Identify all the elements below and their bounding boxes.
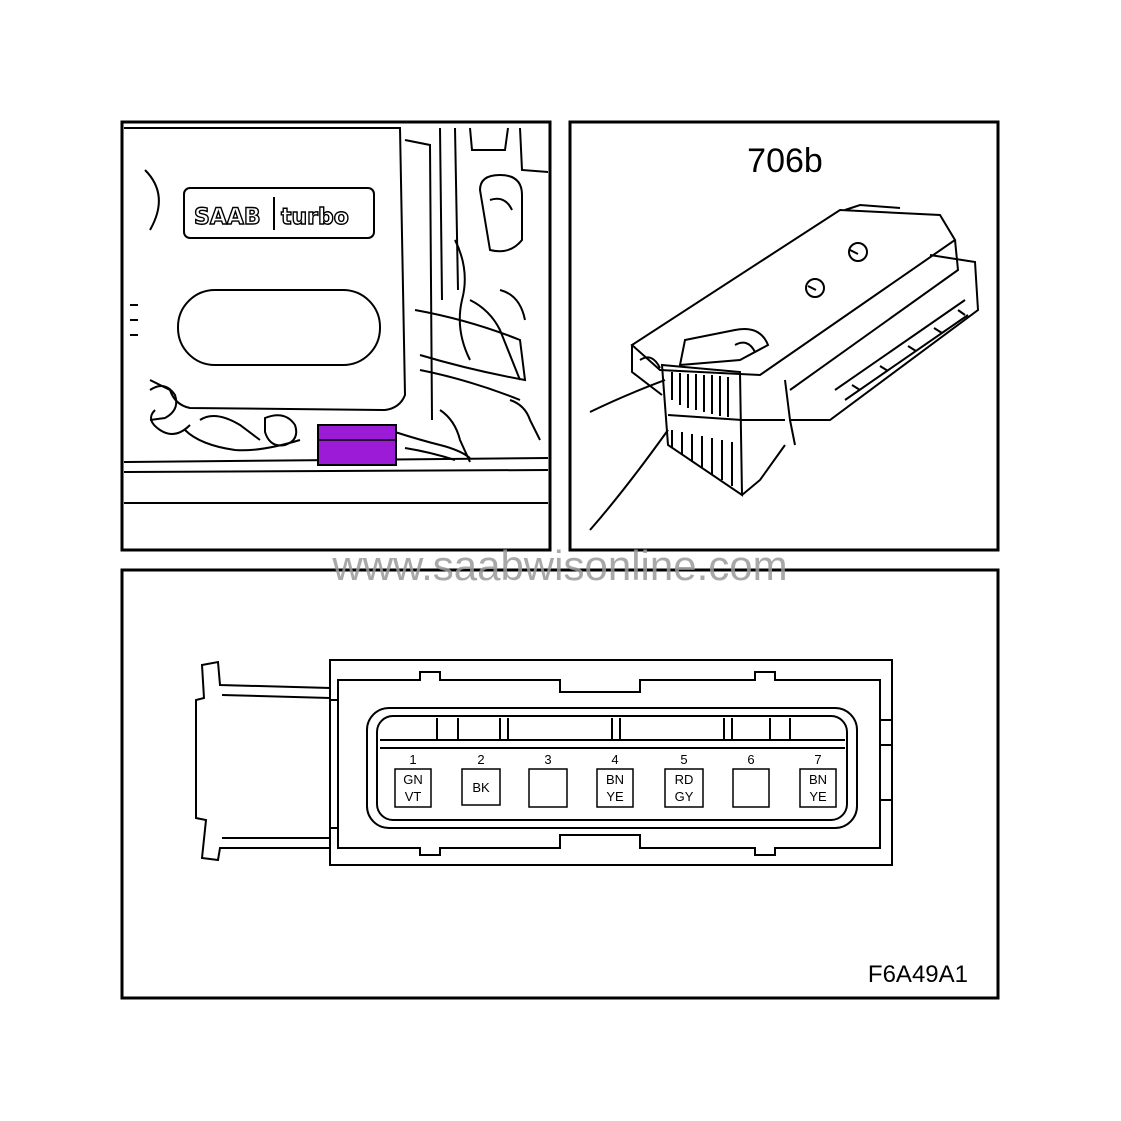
pin-1: 1 GN VT — [394, 752, 432, 808]
pin-4: 4 BN YE — [596, 752, 634, 808]
pin-2: 2 BK — [461, 752, 501, 806]
connector-pinout-panel: 1 GN VT 2 BK 3 4 BN YE 5 — [120, 568, 1000, 1000]
pin-5: 5 RD GY — [664, 752, 704, 808]
watermark-text: www.saabwisonline.com — [331, 542, 787, 589]
pin-number: 3 — [544, 752, 551, 767]
logo-brand-text: SAAB — [194, 205, 261, 230]
logo-model-text: turbo — [281, 205, 349, 230]
engine-bay-panel: SAAB turbo — [120, 120, 552, 552]
pin-color-primary: BN — [606, 772, 624, 787]
pin-color-secondary: YE — [606, 789, 624, 804]
connector-iso-panel: 706b — [568, 120, 1000, 552]
figure-code-label: F6A49A1 — [868, 961, 968, 988]
connector-iso-drawing — [589, 203, 980, 531]
connector-face-drawing — [195, 659, 893, 866]
pin-number: 7 — [814, 752, 821, 767]
pin-number: 4 — [611, 752, 618, 767]
pin-number: 6 — [747, 752, 754, 767]
pin-number: 1 — [409, 752, 416, 767]
pin-3: 3 — [528, 752, 568, 808]
engine-cover-drawing — [124, 127, 548, 504]
pin-color-primary: GN — [403, 772, 423, 787]
pin-color-secondary: GY — [675, 789, 694, 804]
module-location-highlight — [317, 424, 397, 466]
pin-color-primary: RD — [675, 772, 694, 787]
pin-number: 2 — [477, 752, 484, 767]
pin-7: 7 BN YE — [799, 752, 837, 808]
pin-color-primary: BN — [809, 772, 827, 787]
pin-color-secondary: YE — [809, 789, 827, 804]
pin-number: 5 — [680, 752, 687, 767]
saab-turbo-logo: SAAB turbo — [183, 187, 375, 239]
pin-color-secondary: VT — [405, 789, 422, 804]
pin-color-primary: BK — [472, 780, 490, 795]
pin-6: 6 — [732, 752, 770, 808]
connector-id-label: 706b — [747, 142, 823, 180]
pin-row: 1 GN VT 2 BK 3 4 BN YE 5 — [394, 752, 837, 808]
